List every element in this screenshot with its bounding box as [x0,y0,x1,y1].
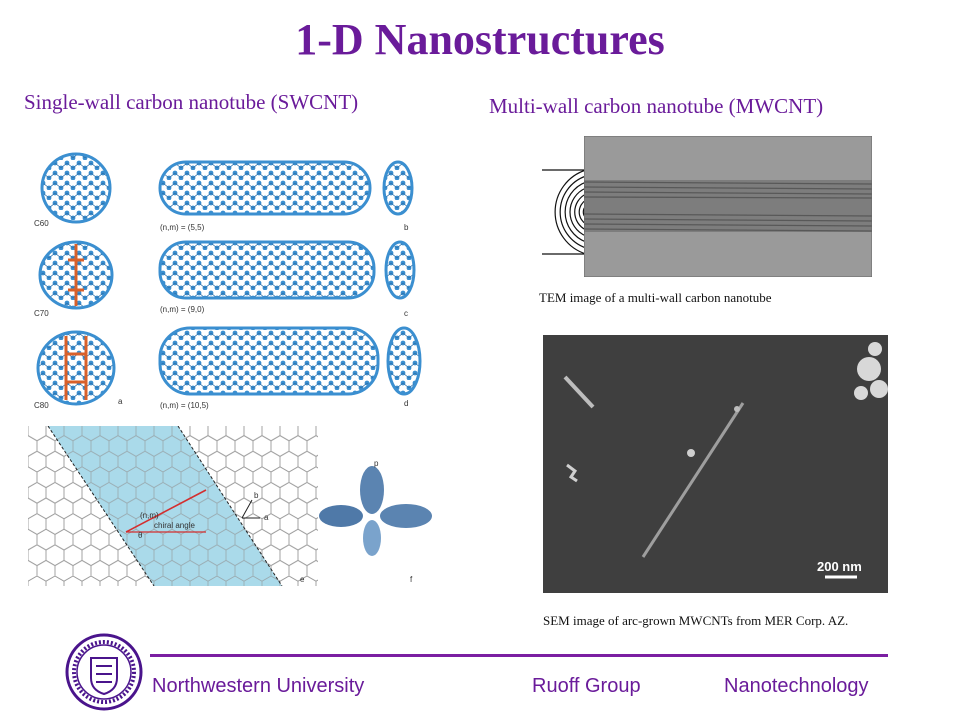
footer-group: Ruoff Group [532,675,641,697]
c80-molecule [36,330,116,406]
sem-nanotube-short [563,375,595,409]
tube-armchair [158,160,414,216]
theta-label: θ [138,531,143,540]
tem-caption: TEM image of a multi-wall carbon nanotub… [539,290,772,305]
panel-letter-a: a [118,397,123,406]
c60-molecule [40,152,112,224]
mwcnt-heading: Multi-wall carbon nanotube (MWCNT) [489,94,824,118]
sem-nanotube-long [641,402,745,558]
c70-label: C70 [34,309,49,318]
sem-scale-label: 200 nm [817,559,862,574]
basis-a-label: a [264,513,269,522]
footer-university: Northwestern University [152,675,365,697]
zigzag-index: (n,m) = (9,0) [160,305,205,314]
tube-chiral [158,326,422,396]
swcnt-heading: Single-wall carbon nanotube (SWCNT) [24,90,359,114]
armchair-index: (n,m) = (5,5) [160,223,205,232]
graphene-lattice-figure: (n,m) chiral angle θ a b e p f [28,420,434,588]
footer-rule [150,654,888,657]
slide-title: 1-D Nanostructures [295,15,665,64]
panel-letter-b: b [404,223,409,232]
panel-letter-d: d [404,399,408,408]
sem-image: 200 nm [543,335,888,593]
orbital-p-label: p [374,459,379,468]
chiral-vector [125,489,207,533]
chiral-vector-label: (n,m) [140,511,159,520]
sem-particle-cluster [854,342,888,400]
sem-caption: SEM image of arc-grown MWCNTs from MER C… [543,613,849,628]
chiral-angle-label: chiral angle [154,521,195,530]
p-orbital [319,466,432,556]
c80-label: C80 [34,401,49,410]
mwcnt-schematic [542,169,587,255]
c60-label: C60 [34,219,49,228]
swcnt-structures-figure: C60 C70 C80 (n,m) = (5,5) (n,m) = (9,0) … [28,150,426,412]
c70-molecule [38,240,114,310]
tube-zigzag [158,240,416,300]
footer-field: Nanotechnology [724,675,869,697]
chiral-index: (n,m) = (10,5) [160,401,209,410]
basis-vectors: a b [241,491,269,522]
tem-image [584,136,872,277]
university-seal [65,633,143,711]
basis-b-label: b [254,491,259,500]
panel-letter-e: e [300,575,305,584]
panel-letter-f: f [410,575,413,584]
panel-letter-c: c [404,309,408,318]
